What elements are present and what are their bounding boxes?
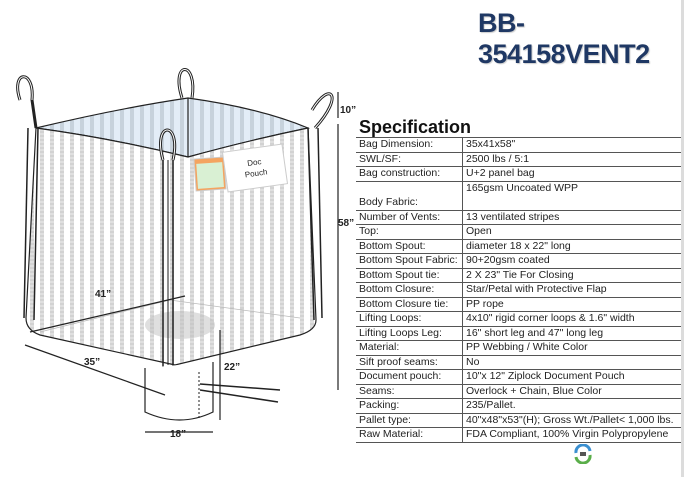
table-row: Bottom Spout tie:2 X 23" Tie For Closing (356, 268, 681, 283)
table-row: Seams:Overlock + Chain, Blue Color (356, 384, 681, 399)
pouch-label-line2: Pouch (244, 167, 268, 179)
row-value: 4x10" rigid corner loops & 1.6" width (462, 311, 681, 327)
row-label: Material: (356, 340, 463, 356)
row-value: 235/Pallet. (462, 398, 681, 414)
row-label: SWL/SF: (356, 152, 463, 167)
row-label: Bottom Spout: (356, 239, 463, 254)
row-label: Document pouch: (356, 369, 463, 385)
row-label: Bottom Closure tie: (356, 297, 463, 312)
row-label: Top: (356, 224, 463, 240)
row-label: Sift proof seams: (356, 355, 463, 370)
row-value: 2 X 23" Tie For Closing (462, 268, 681, 283)
table-row: Raw Material:FDA Compliant, 100% Virgin … (356, 427, 681, 443)
table-row: Lifting Loops:4x10" rigid corner loops &… (356, 311, 681, 327)
depth-label: 35” (84, 357, 101, 368)
row-value: PP Webbing / White Color (462, 340, 681, 356)
specification-heading: Specification (359, 117, 472, 137)
product-code-title: BB-354158VENT2 (478, 8, 650, 69)
row-value: 13 ventilated stripes (462, 210, 681, 225)
row-value: diameter 18 x 22" long (462, 239, 681, 254)
table-row: Document pouch:10"x 12" Ziplock Document… (356, 369, 681, 385)
row-value: 165gsm Uncoated WPP (462, 181, 681, 211)
table-row: Bottom Closure tie:PP rope (356, 297, 681, 312)
row-label: Bottom Spout Fabric: (356, 253, 463, 269)
loop-height-label: 10” (340, 105, 357, 116)
row-label: Lifting Loops Leg: (356, 326, 463, 341)
row-value: 10"x 12" Ziplock Document Pouch (462, 369, 681, 385)
row-label: Packing: (356, 398, 463, 414)
row-value: Open (462, 224, 681, 240)
row-value: FDA Compliant, 100% Virgin Polypropylene (462, 427, 681, 443)
table-row: SWL/SF:2500 lbs / 5:1 (356, 152, 681, 167)
page-border (681, 0, 684, 477)
width-label: 41” (95, 289, 112, 300)
row-value: U+2 panel bag (462, 166, 681, 182)
company-logo-icon (574, 444, 592, 464)
table-row: Packing:235/Pallet. (356, 398, 681, 414)
row-value: 16" short leg and 47" long leg (462, 326, 681, 341)
table-row: Bottom Spout:diameter 18 x 22" long (356, 239, 681, 254)
row-label: Lifting Loops: (356, 311, 463, 327)
row-value: 2500 lbs / 5:1 (462, 152, 681, 167)
spout-length-label: 22” (224, 362, 241, 373)
table-row: Bag construction:U+2 panel bag (356, 166, 681, 182)
row-label: Bottom Spout tie: (356, 268, 463, 283)
row-value: 90+20gsm coated (462, 253, 681, 269)
row-value: No (462, 355, 681, 370)
row-label: Number of Vents: (356, 210, 463, 225)
pouch-label-line1: Doc (247, 157, 262, 168)
table-row: Top:Open (356, 224, 681, 240)
row-value: Star/Petal with Protective Flap (462, 282, 681, 298)
table-row: Body Fabric:165gsm Uncoated WPP (356, 181, 681, 211)
table-row: Material:PP Webbing / White Color (356, 340, 681, 356)
row-label: Bag Dimension: (356, 137, 463, 153)
specification-table: Bag Dimension:35x41x58" SWL/SF:2500 lbs … (356, 137, 681, 443)
bulk-bag-diagram: Doc Pouch (16, 68, 339, 433)
table-row: Bag Dimension:35x41x58" (356, 137, 681, 153)
row-label: Bottom Closure: (356, 282, 463, 298)
table-row: Bottom Spout Fabric:90+20gsm coated (356, 253, 681, 269)
table-row: Number of Vents:13 ventilated stripes (356, 210, 681, 225)
table-row: Lifting Loops Leg:16" short leg and 47" … (356, 326, 681, 341)
table-row: Sift proof seams:No (356, 355, 681, 370)
row-value: 40"x48"x53"(H); Gross Wt./Pallet< 1,000 … (462, 413, 681, 428)
spout-diameter-label: 18” (170, 429, 187, 440)
row-value: PP rope (462, 297, 681, 312)
row-label: Bag construction: (356, 166, 463, 182)
table-row: Pallet type:40"x48"x53"(H); Gross Wt./Pa… (356, 413, 681, 428)
row-label: Pallet type: (356, 413, 463, 428)
row-value: Overlock + Chain, Blue Color (462, 384, 681, 399)
row-value: 35x41x58" (462, 137, 681, 153)
row-label: Raw Material: (356, 427, 463, 443)
table-row: Bottom Closure:Star/Petal with Protectiv… (356, 282, 681, 298)
row-label: Seams: (356, 384, 463, 399)
row-label: Body Fabric: (356, 181, 463, 211)
body-height-label: 58” (338, 218, 355, 229)
